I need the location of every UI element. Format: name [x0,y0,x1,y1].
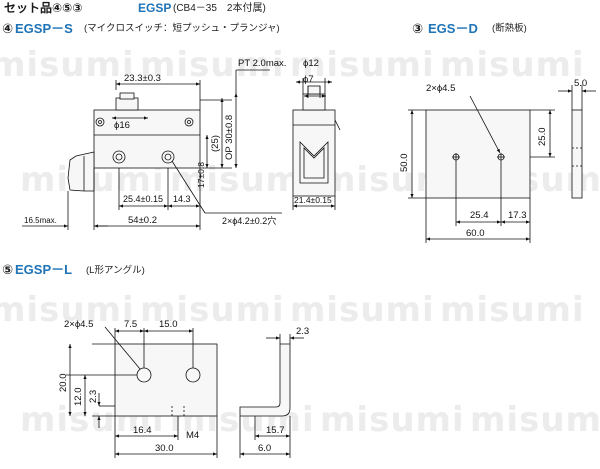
section-egs-d-desc: (断熱板) [492,23,527,34]
dim-s-phi16: ϕ16 [114,120,130,131]
dim-s-17: 17±0.8 [196,162,206,188]
dim-d-holes: 2×ϕ4.5 [426,83,455,94]
dim-l-2-3-top: 2.3 [296,326,309,337]
section-egsp-l-code: EGSP－L [15,262,73,277]
dim-d-5: 5.0 [574,78,587,89]
dim-l-holes: 2×ϕ4.5 [64,319,93,330]
watermark-4: misumi [440,45,585,85]
dim-l-15-7: 15.7 [266,425,285,436]
dim-d-50: 50.0 [399,154,410,173]
dim-l-2-3-side: 2.3 [88,390,99,403]
dim-l-30: 30.0 [155,443,174,454]
watermark-1: misumi [0,45,135,85]
dim-s-54: 54±0.2 [128,215,157,226]
dim-s-op: OP 30±0.8 [224,115,235,160]
switch-side-view [292,78,341,210]
section-egs-d-number: ③ [412,21,424,36]
angle-front-view [66,326,218,458]
section-egsp-l-desc: (L形アングル) [86,265,145,276]
watermark-3: misumi [290,45,435,85]
switch-front-view [22,69,282,230]
section-egsp-s-code: EGSP－S [15,21,73,36]
dim-s-phi7: ϕ7 [303,74,314,85]
dim-s-23-3: 23.3±0.3 [124,73,161,84]
dim-s-pt: PT 2.0max. [238,58,286,69]
watermark-12: misumi [440,290,585,330]
dim-l-m4: M4 [186,430,199,441]
heat-plate-view [408,85,596,243]
dim-d-60: 60.0 [466,228,485,239]
watermark-2: misumi [140,45,285,85]
angle-side-view [239,334,304,458]
dim-s-25-4: 25.4±0.15 [123,194,163,204]
dim-s-21-4: 21.4±0.15 [294,195,332,205]
dim-s-14-3: 14.3 [173,194,191,204]
part-code: EGSP [138,1,172,15]
part-note: (CB4－35 2本付属) [173,3,266,14]
dim-l-16-4: 16.4 [133,425,152,436]
dim-s-phi12: ϕ12 [303,58,319,69]
set-label: セット品④⑤③ [4,1,83,15]
dim-l-6: 6.0 [258,443,271,454]
section-egsp-s-number: ④ [2,21,14,36]
watermark-11: misumi [290,290,435,330]
dim-l-20: 20.0 [58,374,69,393]
watermark-15: misumi [320,400,465,440]
section-egs-d-code: EGS－D [428,21,478,36]
section-egsp-l-number: ⑤ [2,262,14,277]
watermark-9: misumi [0,290,135,330]
dim-s-25: (25) [210,135,221,152]
dim-l-7-5: 7.5 [124,319,137,330]
watermark-16: misumi [470,400,600,440]
section-egsp-s-desc: (マイクロスイッチ：短プッシュ・プランジャ) [84,23,280,34]
dim-l-12: 12.0 [73,388,84,407]
dim-l-15: 15.0 [159,319,178,330]
dim-s-16-5: 16.5max. [24,216,57,225]
dim-d-25: 25.0 [537,128,548,147]
watermark-10: misumi [140,290,285,330]
dim-s-holes: 2×ϕ4.2±0.2穴 [222,215,276,226]
dim-d-17-3: 17.3 [508,210,527,221]
dim-d-25-4: 25.4 [470,210,489,221]
